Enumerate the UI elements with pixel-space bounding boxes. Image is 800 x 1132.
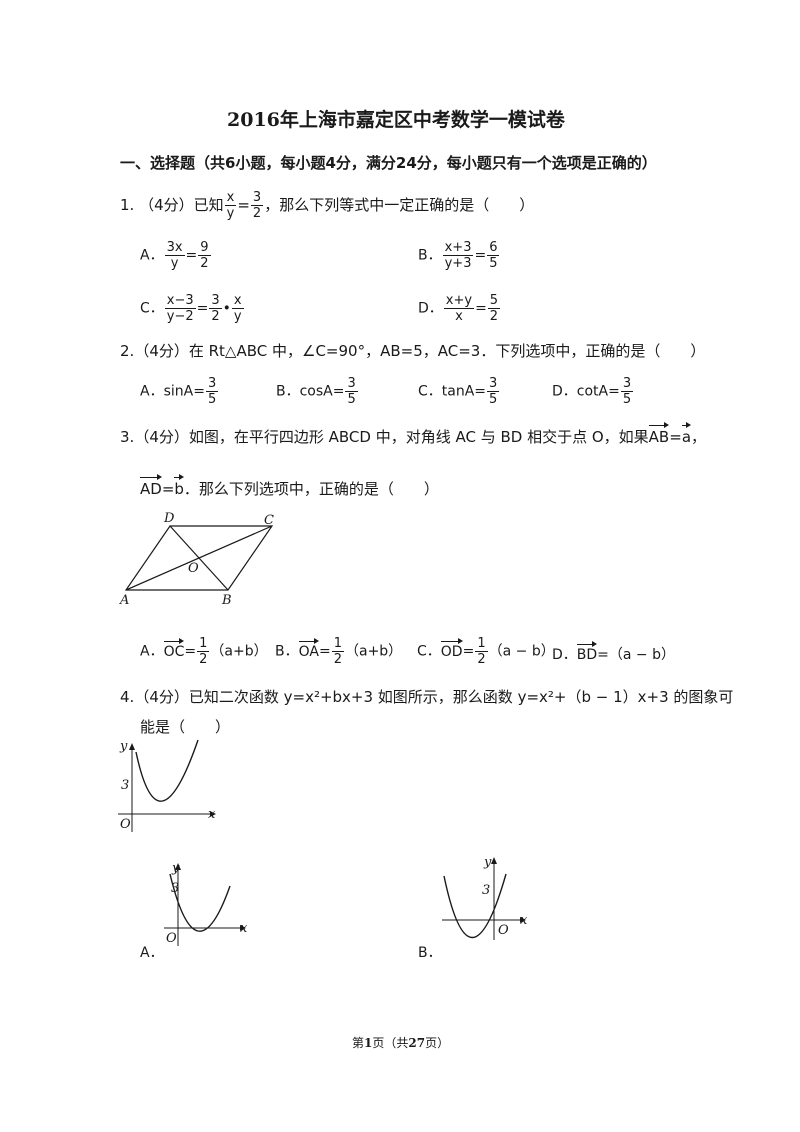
vertex-label-c: C	[264, 513, 274, 528]
quadratic-graph-option-a: y x O 3	[164, 861, 248, 946]
page-footer: 第1页（共27页）	[352, 1036, 450, 1050]
origin-label: O	[120, 817, 131, 832]
x-axis-arrow	[210, 811, 216, 817]
question-3-line2: AD=b．那么下列选项中，正确的是（ ）	[140, 474, 439, 499]
parabola-curve	[169, 873, 231, 932]
section-heading: 一、选择题（共6小题，每小题4分，满分24分，每小题只有一个选项是正确的）	[120, 154, 657, 172]
vector-ad: AD	[140, 474, 162, 498]
quadratic-graph-main: y x O 3	[118, 739, 216, 832]
total-pages: 27	[408, 1036, 426, 1050]
diagonal-bd	[169, 525, 229, 591]
question-text: （4分）在 Rt△ABC 中，∠C=90°，AB=5，AC=3．下列选项中，正确…	[134, 342, 706, 360]
vector-b: b	[174, 474, 184, 498]
x-axis-label: x	[520, 913, 528, 928]
y-axis-arrow	[175, 863, 181, 870]
intercept-label: 3	[482, 883, 490, 898]
x-axis-label: x	[208, 807, 216, 822]
question-text: ，那么下列等式中一定正确的是（ ）	[264, 196, 535, 214]
intercept-label: 3	[121, 778, 129, 793]
y-axis-label: y	[119, 739, 128, 754]
parabola-curve	[135, 739, 199, 802]
y-axis-label: y	[171, 861, 180, 876]
x-axis-arrow	[520, 917, 526, 923]
parallelogram-figure: D C O A B	[119, 511, 274, 608]
option-4a[interactable]: A．	[140, 945, 164, 961]
vector-a: a	[681, 422, 692, 446]
parallelogram-abcd	[124, 525, 274, 591]
option-4b[interactable]: B．	[418, 945, 442, 961]
question-4: 4.（4分）已知二次函数 y=x²+bx+3 如图所示，那么函数 y=x²+（b…	[120, 688, 734, 706]
intercept-label: 3	[171, 881, 179, 896]
quadratic-graph-option-b: y x O 3	[442, 855, 528, 940]
question-4-line2: 能是（ ）	[140, 718, 231, 736]
origin-label: O	[498, 923, 509, 938]
vertex-label-b: B	[221, 593, 232, 608]
origin-label: O	[166, 931, 177, 946]
question-score: （4分）已知	[139, 196, 224, 214]
y-axis-label: y	[483, 855, 492, 870]
vector-ab: AB	[648, 422, 669, 446]
vertex-label-d: D	[163, 511, 175, 526]
current-page: 1	[364, 1036, 373, 1050]
y-axis-arrow	[129, 743, 135, 750]
question-3: 3.（4分）如图，在平行四边形 ABCD 中，对角线 AC 与 BD 相交于点 …	[120, 422, 706, 447]
parabola-curve	[443, 873, 507, 939]
question-number: 1.	[120, 196, 135, 214]
vertex-label-a: A	[119, 593, 129, 608]
option-3d[interactable]: D．BD=（a − b）	[552, 641, 675, 664]
x-axis-label: x	[240, 921, 248, 936]
question-2: 2.（4分）在 Rt△ABC 中，∠C=90°，AB=5，AC=3．下列选项中，…	[120, 342, 706, 360]
x-axis-arrow	[240, 925, 246, 931]
vertex-label-o: O	[188, 561, 199, 576]
y-axis-arrow	[491, 857, 497, 864]
page-title: 2016年上海市嘉定区中考数学一模试卷	[227, 109, 565, 131]
